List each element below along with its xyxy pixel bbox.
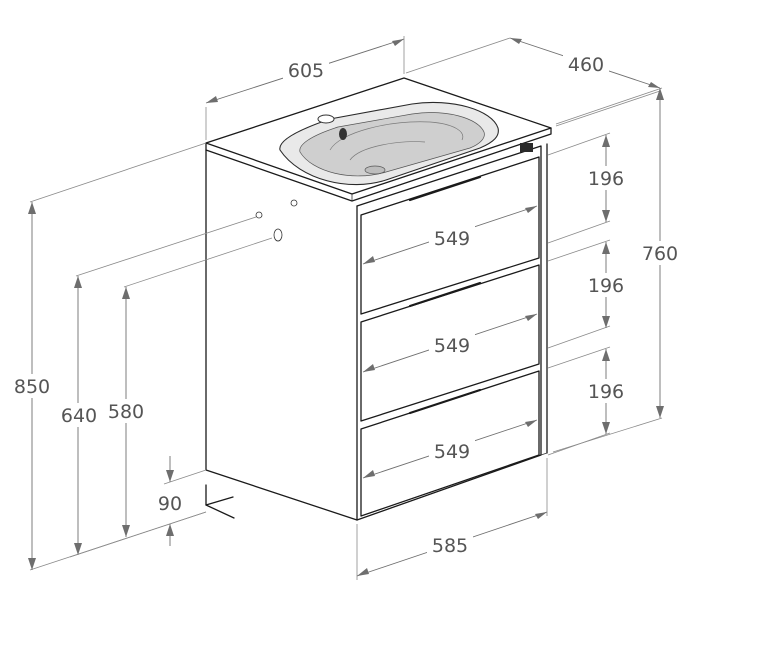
- ext-196-2b: [547, 325, 611, 349]
- label-bg-549-3: [429, 439, 475, 463]
- ext-196-3b: [547, 432, 611, 456]
- dim-549-3-arrow-b: [525, 420, 537, 427]
- label-bg-580: [104, 399, 148, 423]
- drawer-handle-3: [408, 388, 482, 415]
- label-bg-760: [638, 241, 682, 265]
- dim-580-arrow-a: [122, 287, 130, 299]
- dim-585-arrow-a: [357, 568, 369, 576]
- dim-196-2-arrow-a: [602, 242, 610, 254]
- dim-585-arrow-b: [535, 512, 547, 519]
- label-640: 640: [61, 405, 97, 427]
- label-bg-549-2: [429, 333, 475, 357]
- floor-corner: [205, 484, 234, 506]
- dim-760-arrow-a: [656, 88, 664, 100]
- dim-549-1-arrow-a: [363, 256, 375, 264]
- dim-460-arrow-b: [648, 82, 660, 88]
- dim-460-arrow-a: [510, 38, 522, 44]
- dim-196-3-arrow-a: [602, 349, 610, 361]
- ext-196-1a: [547, 132, 611, 156]
- label-549-3: 549: [434, 441, 470, 463]
- basin: [279, 101, 499, 186]
- pipe-hole-2: [290, 199, 298, 207]
- label-549-2: 549: [434, 335, 470, 357]
- label-bg-196-3: [584, 379, 628, 403]
- basin-bowl: [299, 112, 485, 177]
- label-580: 580: [108, 401, 144, 423]
- ext-196-1b: [547, 220, 611, 244]
- dim-196-3-arrow-b: [602, 422, 610, 434]
- dim-605-arrow-b: [392, 39, 404, 46]
- label-196-3: 196: [588, 381, 624, 403]
- label-850: 850: [14, 376, 50, 398]
- dim-580-arrow-b: [122, 525, 130, 537]
- label-bg-196-2: [584, 273, 628, 297]
- cabinet: [205, 77, 552, 521]
- label-bg-850: [10, 374, 54, 398]
- label-549-1: 549: [434, 228, 470, 250]
- ext-90-a: [163, 469, 207, 485]
- label-460: 460: [568, 54, 604, 76]
- dim-850-arrow-a: [28, 202, 36, 214]
- ext-floor-b: [69, 511, 207, 558]
- ext-850-a: [29, 142, 207, 203]
- dim-640-arrow-b: [74, 543, 82, 555]
- drawer-handle-2: [408, 281, 482, 308]
- label-90: 90: [158, 493, 182, 515]
- label-bg-605: [283, 58, 329, 82]
- ext-460-a: [405, 37, 511, 74]
- dim-640-arrow-a: [74, 276, 82, 288]
- drawer-handle-1: [408, 175, 482, 202]
- dim-90-arrow-a: [166, 470, 174, 482]
- front-frame: [356, 145, 542, 521]
- dim-760-arrow-b: [656, 406, 664, 418]
- label-196-2: 196: [588, 275, 624, 297]
- front-frame-bottom: [540, 452, 548, 456]
- dim-605-arrow-a: [206, 96, 218, 103]
- overflow-icon: [339, 128, 347, 140]
- floor-corner-depth: [205, 504, 235, 519]
- dim-549-3-arrow-a: [363, 470, 375, 478]
- label-585: 585: [432, 535, 468, 557]
- label-605: 605: [288, 60, 324, 82]
- ext-460-b: [555, 90, 661, 127]
- dim-549-1-arrow-b: [525, 206, 537, 213]
- label-bg-196-1: [584, 166, 628, 190]
- label-bg-460: [563, 52, 609, 76]
- ext-760-b: [552, 417, 663, 453]
- ext-196-3a: [547, 346, 611, 369]
- dimension-labels: 605 460 850 640 580 90 760 196 196 196 5…: [10, 52, 682, 557]
- dim-850-arrow-b: [28, 558, 36, 570]
- tap-hole-icon: [317, 114, 335, 124]
- ext-640-a: [75, 216, 257, 277]
- ext-760-a: [555, 87, 663, 125]
- side-panel: [205, 149, 358, 521]
- dim-549-2-arrow-a: [363, 364, 375, 372]
- label-bg-640: [57, 403, 101, 427]
- basin-contour-2: [349, 141, 426, 161]
- ext-196-2a: [547, 239, 611, 262]
- label-bg-585: [427, 533, 473, 557]
- dim-196-1-arrow-a: [602, 135, 610, 147]
- label-760: 760: [642, 243, 678, 265]
- pipe-hole-1: [255, 211, 263, 219]
- label-sticker: [520, 143, 533, 152]
- label-bg-549-1: [429, 226, 475, 250]
- dim-196-2-arrow-b: [602, 316, 610, 328]
- label-196-1: 196: [588, 168, 624, 190]
- ext-580-a: [123, 237, 273, 288]
- dim-196-1-arrow-b: [602, 210, 610, 222]
- drain-icon: [364, 165, 386, 175]
- dim-549-2-arrow-b: [525, 314, 537, 321]
- dim-90-arrow-b: [166, 524, 174, 536]
- pipe-hole-3: [273, 228, 283, 242]
